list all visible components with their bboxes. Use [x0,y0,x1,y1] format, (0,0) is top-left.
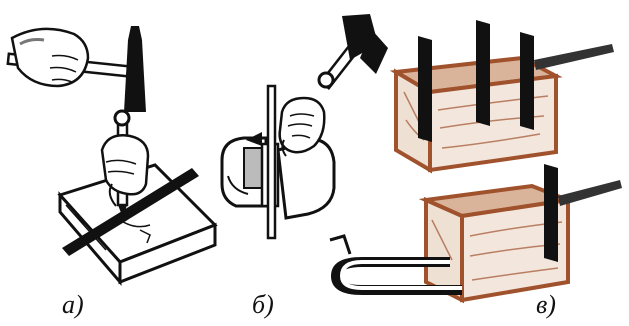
illustration-b [222,14,388,238]
caption-b: б) [252,292,274,318]
hammer-icon [319,14,388,88]
vise-icon [222,132,334,218]
illustration-a [8,26,215,282]
rod-icon [268,86,275,238]
caption-c: в) [536,292,556,318]
caption-a: а) [62,292,84,318]
square-icon [544,164,622,262]
hand-icon [12,29,88,86]
